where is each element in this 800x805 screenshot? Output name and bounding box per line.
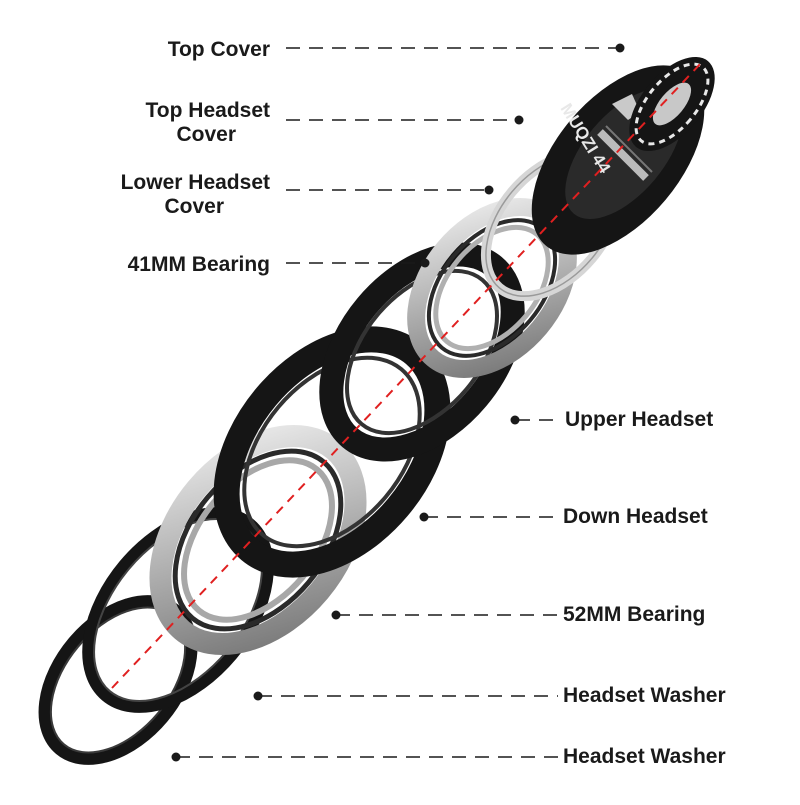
label-52mm-bearing-text: 52MM Bearing bbox=[563, 603, 706, 626]
dot-down-headset bbox=[419, 512, 429, 522]
label-52mm-bearing: 52MM Bearing bbox=[563, 603, 705, 627]
top-cover-cap bbox=[629, 56, 715, 152]
bearing-52mm bbox=[149, 425, 367, 655]
label-lower-headset-cover-line1: Lower Headset bbox=[120, 171, 270, 194]
label-top-headset-cover-line1: Top Headset bbox=[145, 99, 270, 122]
label-headset-washer-1-text: Headset Washer bbox=[563, 684, 726, 707]
label-upper-headset-text: Upper Headset bbox=[565, 408, 714, 431]
dot-headset-washer-2 bbox=[171, 752, 181, 762]
label-top-cover: Top Cover bbox=[60, 38, 270, 62]
leader-lines bbox=[176, 47, 618, 758]
label-down-headset-text: Down Headset bbox=[563, 505, 708, 528]
label-headset-washer-2-text: Headset Washer bbox=[563, 745, 726, 768]
label-top-headset-cover-line2: Cover bbox=[176, 123, 236, 146]
dot-52mm-bearing bbox=[331, 610, 341, 620]
dot-top-cover bbox=[615, 43, 625, 53]
label-lower-headset-cover: Lower Headset Cover bbox=[60, 171, 270, 219]
label-top-cover-text: Top Cover bbox=[167, 38, 270, 61]
dot-upper-headset bbox=[510, 415, 520, 425]
upper-headset-cup bbox=[319, 242, 525, 462]
dot-41mm-bearing bbox=[420, 258, 430, 268]
label-down-headset: Down Headset bbox=[563, 505, 708, 529]
label-lower-headset-cover-line2: Cover bbox=[164, 195, 224, 218]
label-41mm-bearing-text: 41MM Bearing bbox=[127, 253, 270, 276]
down-headset-cup bbox=[213, 326, 451, 578]
label-headset-washer-1: Headset Washer bbox=[563, 684, 726, 708]
leader-dots bbox=[171, 43, 625, 762]
label-headset-washer-2: Headset Washer bbox=[563, 745, 726, 769]
label-upper-headset: Upper Headset bbox=[565, 408, 713, 432]
dot-lower-headset-cover bbox=[484, 185, 494, 195]
dot-top-headset-cover bbox=[514, 115, 524, 125]
label-top-headset-cover: Top Headset Cover bbox=[60, 99, 270, 147]
label-41mm-bearing: 41MM Bearing bbox=[60, 253, 270, 277]
dot-headset-washer-1 bbox=[253, 691, 263, 701]
